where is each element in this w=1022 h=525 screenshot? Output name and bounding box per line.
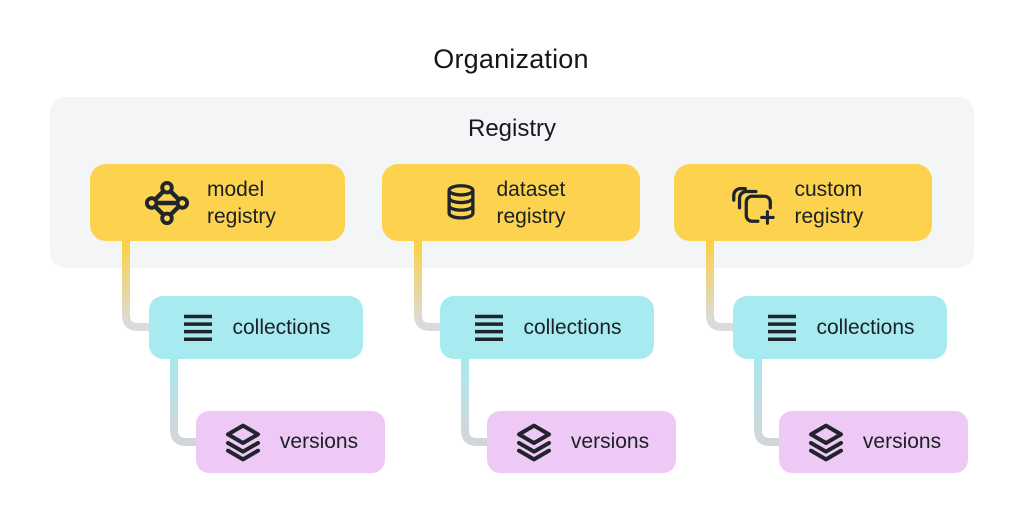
registry-node-label: dataset registry bbox=[496, 177, 566, 228]
versions-node-2: versions bbox=[487, 411, 676, 473]
collections-label: collections bbox=[232, 315, 331, 339]
collections-icon bbox=[181, 314, 215, 342]
organization-title: Organization bbox=[433, 44, 589, 74]
collections-icon bbox=[765, 314, 799, 342]
versions-icon bbox=[223, 422, 263, 462]
collections-label: collections bbox=[816, 315, 915, 339]
versions-node-1: versions bbox=[196, 411, 385, 473]
collections-label: collections bbox=[523, 315, 622, 339]
model-registry-node: model registry bbox=[90, 164, 345, 241]
versions-icon bbox=[806, 422, 846, 462]
collections-node-3: collections bbox=[733, 296, 947, 359]
dataset-registry-node: dataset registry bbox=[382, 164, 640, 241]
collections-node-2: collections bbox=[440, 296, 654, 359]
custom-registry-node: custom registry bbox=[674, 164, 932, 241]
model-registry-icon bbox=[144, 180, 190, 226]
registry-node-label: custom registry bbox=[794, 177, 864, 228]
registry-node-label: model registry bbox=[207, 177, 276, 228]
collections-icon bbox=[472, 314, 506, 342]
custom-registry-icon bbox=[728, 178, 778, 228]
versions-icon bbox=[514, 422, 554, 462]
dataset-registry-icon bbox=[442, 180, 480, 226]
versions-label: versions bbox=[570, 430, 650, 453]
versions-node-3: versions bbox=[779, 411, 968, 473]
versions-label: versions bbox=[862, 430, 942, 453]
collections-node-1: collections bbox=[149, 296, 363, 359]
registry-group-title: Registry bbox=[467, 115, 557, 142]
versions-label: versions bbox=[279, 430, 359, 453]
